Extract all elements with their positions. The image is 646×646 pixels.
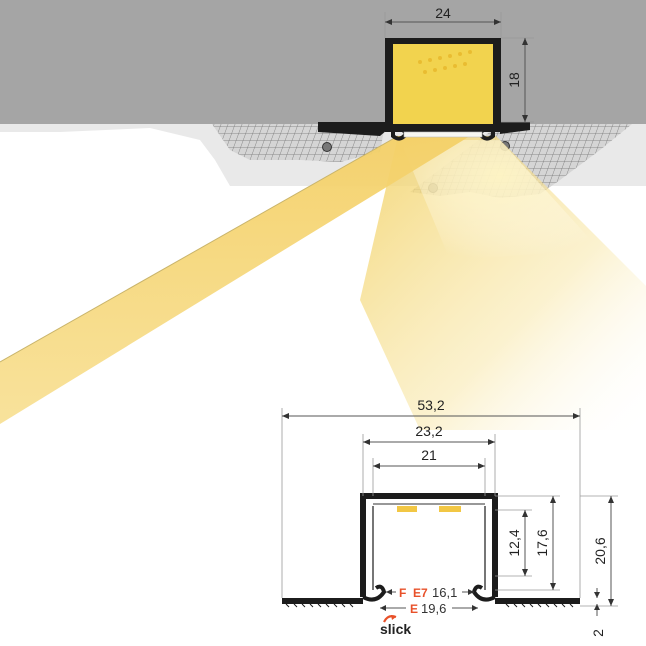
slick-label: slick <box>380 621 411 637</box>
led-strip <box>418 50 472 74</box>
cover-dim-e7: F E7 16,1 <box>386 585 474 600</box>
dim-overall-label: 53,2 <box>417 397 444 413</box>
flange-right <box>495 598 580 604</box>
ceiling-slab <box>0 0 646 124</box>
dim-outer-channel: 23,2 <box>362 423 496 496</box>
channel-outline <box>360 493 498 597</box>
cover-e-value: 19,6 <box>421 601 446 616</box>
profile-flange <box>318 122 387 136</box>
dim-depth-total: 20,6 <box>580 495 618 607</box>
cover-e7-value: 16,1 <box>432 585 457 600</box>
profile-flange-right <box>500 122 530 134</box>
dim-depth-mid: 17,6 <box>495 495 560 591</box>
dim-width-label: 24 <box>435 5 451 21</box>
led-chip-2 <box>439 506 461 512</box>
dim-outer-channel-label: 23,2 <box>415 423 442 439</box>
lip-left <box>362 584 387 602</box>
dimension-height-top: 18 <box>501 37 534 123</box>
dim-inner-channel-label: 21 <box>421 447 437 463</box>
flange-teeth <box>285 603 574 608</box>
dimension-width-top: 24 <box>384 5 502 38</box>
profile-top <box>318 38 530 141</box>
dim-depth-inner: 12,4 <box>495 509 532 577</box>
beam-edge <box>0 135 399 363</box>
flange-left <box>282 598 363 604</box>
cover-e7-label: E7 <box>413 586 428 600</box>
screw-left <box>322 142 332 152</box>
led-chip-1 <box>397 506 417 512</box>
dim-flange: 2 <box>590 588 606 637</box>
cover-dim-e: E 19,6 <box>380 601 478 616</box>
ceiling-scene: 24 18 <box>0 0 646 430</box>
light-glow <box>400 140 600 260</box>
dim-height-label: 18 <box>506 72 522 88</box>
cover-e-label: E <box>410 602 418 616</box>
dim-depth-total-label: 20,6 <box>592 537 608 564</box>
cross-section: 53,2 23,2 21 12,4 <box>281 397 618 637</box>
dim-depth-inner-label: 12,4 <box>506 529 522 556</box>
light-beam <box>0 136 470 424</box>
dim-inner-channel: 21 <box>372 447 486 496</box>
dim-overall: 53,2 <box>281 397 581 598</box>
profile-light <box>393 44 493 124</box>
dim-depth-mid-label: 17,6 <box>534 529 550 556</box>
cover-f-label: F <box>399 586 406 600</box>
slick-logo: slick <box>380 615 411 637</box>
dim-flange-label: 2 <box>590 629 606 637</box>
profile-diffuser <box>403 131 483 138</box>
